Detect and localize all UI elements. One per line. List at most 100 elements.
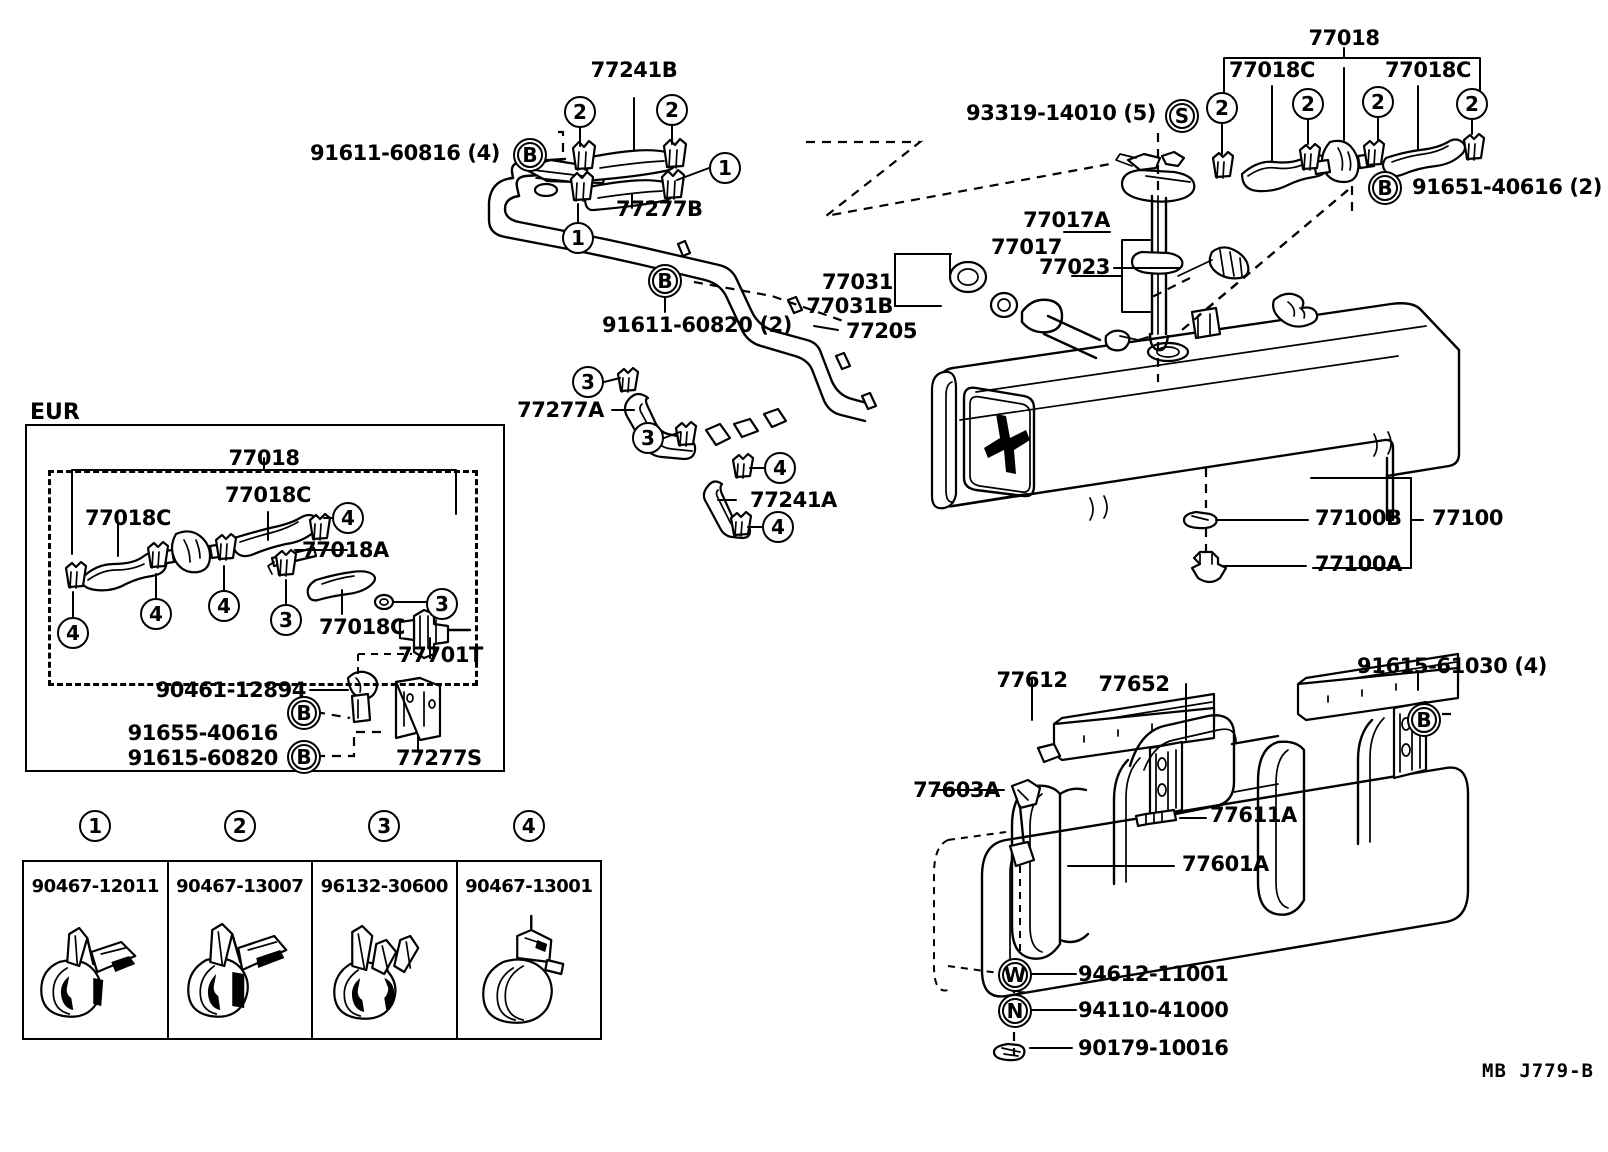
- label-91611-60820: 91611-60820 (2): [602, 313, 792, 337]
- screw-bubble-s: S: [1165, 99, 1199, 133]
- ref-bubble-2-e: 2: [1362, 86, 1394, 118]
- label-77277b: 77277B: [616, 197, 703, 221]
- clamp-legend-table: 1 90467-12011 2 90467-13007: [22, 810, 602, 1040]
- eur-label: EUR: [30, 400, 80, 425]
- label-77100: 77100: [1432, 506, 1504, 530]
- grommet-77031: [948, 260, 1019, 319]
- leader-91611-60820: [693, 280, 847, 324]
- ref-bubble-4-e: 4: [208, 590, 240, 622]
- legend-column-3: 3 96132-30600: [313, 810, 458, 1038]
- label-91651-40616: 91651-40616 (2): [1412, 175, 1602, 199]
- label-77018a: 77018A: [302, 538, 389, 562]
- label-77603a: 77603A: [913, 778, 1000, 802]
- ref-bubble-4-b: 4: [762, 511, 794, 543]
- label-94612-11001: 94612-11001: [1078, 962, 1229, 986]
- leader-eur-bolt-a: [315, 710, 351, 720]
- nut-bubble-n: N: [998, 994, 1032, 1028]
- label-90179-10016: 90179-10016: [1078, 1036, 1229, 1060]
- label-77611a: 77611A: [1210, 803, 1297, 827]
- bolt-bubble-b-eur-b: B: [287, 740, 321, 774]
- label-77017a: 77017A: [1023, 208, 1110, 232]
- bolt-bubble-b-band: B: [1407, 703, 1441, 737]
- legend-part-number-4: 90467-13001: [465, 876, 593, 897]
- label-91615-60820: 91615-60820: [127, 746, 279, 770]
- label-91615-61030: 91615-61030 (4): [1357, 654, 1547, 678]
- spring-clamp-icon: [40, 926, 137, 1018]
- label-eur-77018c-left: 77018C: [84, 506, 172, 530]
- legend-column-1: 1 90467-12011: [24, 810, 169, 1038]
- label-eur-77018c-top: 77018C: [224, 483, 312, 507]
- eur-dashed-group-77018: [48, 470, 478, 686]
- ref-bubble-3-c: 3: [270, 604, 302, 636]
- label-77100a: 77100A: [1315, 552, 1402, 576]
- bolt-bubble-b-center: B: [648, 264, 682, 298]
- label-91611-60816: 91611-60816 (4): [310, 141, 500, 165]
- label-77241b: 77241B: [590, 58, 678, 82]
- ref-bubble-2-a: 2: [564, 96, 596, 128]
- spring-clamp-group-center: [616, 366, 788, 537]
- label-77018-group: 77018: [1308, 26, 1380, 50]
- label-77023: 77023: [1038, 255, 1110, 279]
- ref-bubble-4-a: 4: [764, 452, 796, 484]
- label-94110-41000: 94110-41000: [1078, 998, 1229, 1022]
- legend-part-number-2: 90467-13007: [176, 876, 304, 897]
- label-77018c-right: 77018C: [1384, 58, 1472, 82]
- spring-clamp-icon: [333, 924, 420, 1020]
- label-90461-12894: 90461-12894: [155, 678, 307, 702]
- leader-bubble3a: [603, 377, 621, 383]
- label-77017: 77017: [990, 235, 1062, 259]
- ref-bubble-2-c: 2: [1206, 92, 1238, 124]
- eur-hose-assembly: [64, 512, 472, 742]
- label-77277s: 77277S: [396, 746, 482, 770]
- bolt-bubble-b-right: B: [1368, 171, 1402, 205]
- legend-column-4: 4 90467-13001: [458, 810, 601, 1038]
- bracket-77031: [894, 253, 952, 307]
- label-77652: 77652: [1098, 672, 1170, 696]
- bracket-77018: [1223, 57, 1481, 95]
- ref-bubble-4-d: 4: [140, 598, 172, 630]
- tank-band-assembly: [933, 652, 1470, 1062]
- bolt-bubble-b-eur-a: B: [287, 696, 321, 730]
- leader-route-tank: [806, 140, 1111, 218]
- legend-part-number-1: 90467-12011: [31, 876, 160, 897]
- drain-plug-77100: [1182, 510, 1228, 584]
- ref-bubble-3-a: 3: [572, 366, 604, 398]
- ref-bubble-2-f: 2: [1456, 88, 1488, 120]
- legend-bubble-1: 1: [79, 810, 112, 842]
- washer-bubble-w: W: [998, 958, 1032, 992]
- spring-clamp-icon: [186, 922, 287, 1018]
- ref-bubble-3-d: 3: [426, 588, 458, 620]
- label-eur-77018c-lower: 77018C: [318, 615, 406, 639]
- label-77612: 77612: [996, 668, 1068, 692]
- tank-filler-neck: [1020, 298, 1064, 334]
- legend-bubble-3: 3: [368, 810, 401, 842]
- label-77031: 77031: [821, 270, 893, 294]
- bolt-bubble-b-topleft: B: [513, 138, 547, 172]
- ref-bubble-4-f: 4: [332, 502, 364, 534]
- label-77277a: 77277A: [517, 398, 604, 422]
- label-77018c-left: 77018C: [1228, 58, 1316, 82]
- label-77701t: 77701T: [398, 643, 483, 667]
- ref-bubble-3-b: 3: [632, 422, 664, 454]
- eur-group-box: [25, 424, 505, 772]
- label-77031b: 77031B: [806, 294, 893, 318]
- legend-bubble-2: 2: [223, 810, 256, 842]
- label-77100b: 77100B: [1315, 506, 1402, 530]
- fuel-tank-body: [930, 292, 1461, 522]
- fuel-sender-77017: [1115, 150, 1250, 352]
- ref-bubble-4-c: 4: [57, 617, 89, 649]
- ref-bubble-1-b: 1: [709, 152, 741, 184]
- label-93319-14010: 93319-14010 (5): [966, 101, 1156, 125]
- ref-bubble-2-d: 2: [1292, 88, 1324, 120]
- ref-bubble-1-a: 1: [562, 222, 594, 254]
- label-eur-77018: 77018: [228, 446, 300, 470]
- ref-bubble-2-b: 2: [656, 94, 688, 126]
- legend-part-number-3: 96132-30600: [320, 876, 449, 897]
- label-91655-40616: 91655-40616: [127, 721, 279, 745]
- hose-group-77018: [1211, 132, 1486, 193]
- label-77601a: 77601A: [1182, 852, 1269, 876]
- label-77241a: 77241A: [750, 488, 837, 512]
- label-77205: 77205: [846, 319, 918, 343]
